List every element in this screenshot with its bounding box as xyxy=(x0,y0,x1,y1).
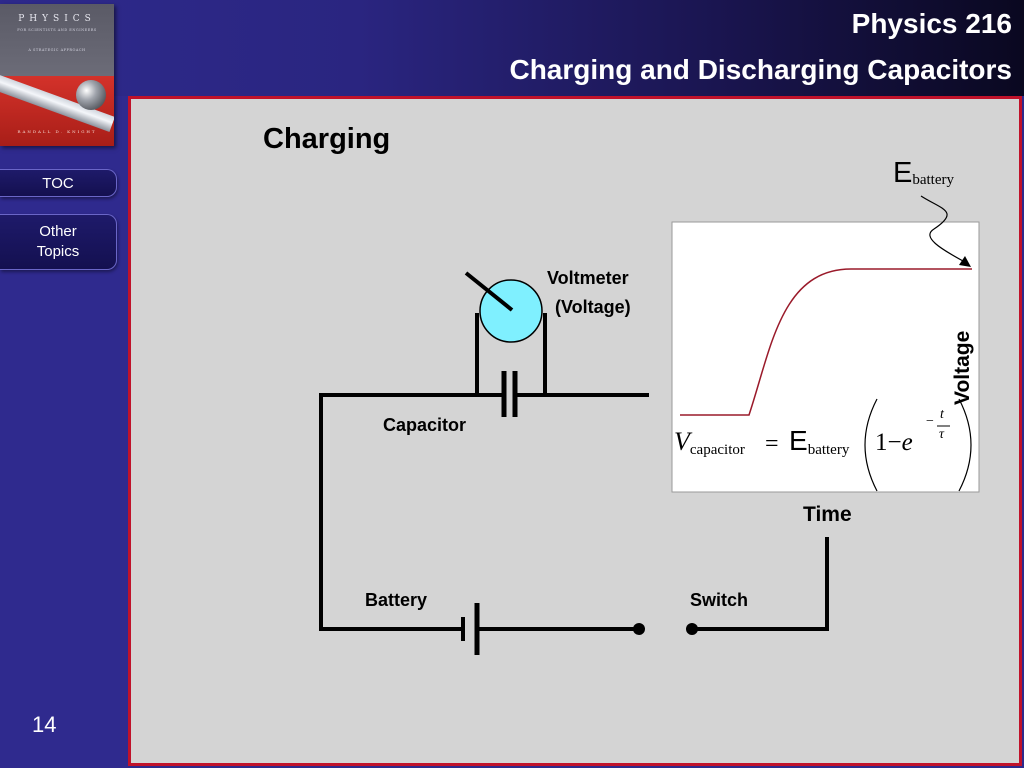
asymptote-label: Ebattery xyxy=(893,157,954,190)
circuit-diagram xyxy=(319,195,980,655)
formula-exp-den: τ xyxy=(939,427,945,442)
asymptote-symbol: E xyxy=(893,157,913,189)
voltmeter-sublabel: (Voltage) xyxy=(555,297,631,317)
voltmeter-label: Voltmeter xyxy=(547,268,629,288)
formula-emf-symbol: E xyxy=(789,425,808,456)
formula-exp-sign: − xyxy=(926,414,934,429)
graph-panel xyxy=(671,221,980,493)
formula-emf-subscript: battery xyxy=(807,442,850,458)
book-subtitle-2: A STRATEGIC APPROACH xyxy=(28,48,86,52)
book-cover-ball xyxy=(76,80,106,110)
capacitor-label: Capacitor xyxy=(383,415,467,435)
y-axis-label: Voltage xyxy=(951,330,974,405)
wire-top-left xyxy=(319,395,461,631)
formula-v-symbol: V xyxy=(674,427,690,456)
book-subtitle: FOR SCIENTISTS AND ENGINEERS xyxy=(17,28,97,32)
page-number: 14 xyxy=(32,712,57,737)
formula-v-subscript: capacitor xyxy=(689,442,745,458)
other-topics-button[interactable]: Other Topics xyxy=(0,214,117,270)
switch-label: Switch xyxy=(690,590,749,610)
slide-topic-title: Charging and Discharging Capacitors xyxy=(509,54,1012,85)
formula-paren-right xyxy=(958,398,972,492)
formula-e: e xyxy=(901,429,913,456)
header-band xyxy=(0,0,1024,96)
course-title: Physics 216 xyxy=(851,8,1012,39)
asymptote-pointer-arrow xyxy=(920,195,964,262)
asymptote-subscript: battery xyxy=(912,172,954,188)
slide-heading: Charging xyxy=(263,123,391,155)
formula-one-minus: 1−e xyxy=(875,429,913,457)
asymptote-pointer-arrowhead xyxy=(959,256,971,267)
formula-exp-num: t xyxy=(940,407,944,422)
battery-label: Battery xyxy=(365,590,428,610)
charging-curve xyxy=(680,268,972,416)
x-axis-label: Time xyxy=(803,503,852,526)
slide-content-panel: Charging Voltmeter (Voltage) Capacitor B… xyxy=(128,96,1022,766)
toc-button[interactable]: TOC xyxy=(0,169,117,197)
voltmeter-needle xyxy=(464,271,514,312)
switch-contact-right xyxy=(686,623,698,635)
textbook-cover-image: PHYSICS FOR SCIENTISTS AND ENGINEERS A S… xyxy=(0,4,114,146)
formula-one-minus-text: 1− xyxy=(875,429,902,456)
switch-contact-left xyxy=(633,623,645,635)
book-title: PHYSICS xyxy=(18,14,96,24)
left-sidebar xyxy=(0,96,128,768)
formula-lhs: Vcapacitor xyxy=(674,427,745,458)
wire-bottom-right xyxy=(692,537,829,631)
book-cover-top xyxy=(0,4,114,76)
book-author: RANDALL D. KNIGHT xyxy=(17,129,97,134)
formula-equals: = xyxy=(765,431,779,457)
formula-emf: Ebattery xyxy=(789,425,850,458)
formula-paren-left xyxy=(864,398,878,492)
